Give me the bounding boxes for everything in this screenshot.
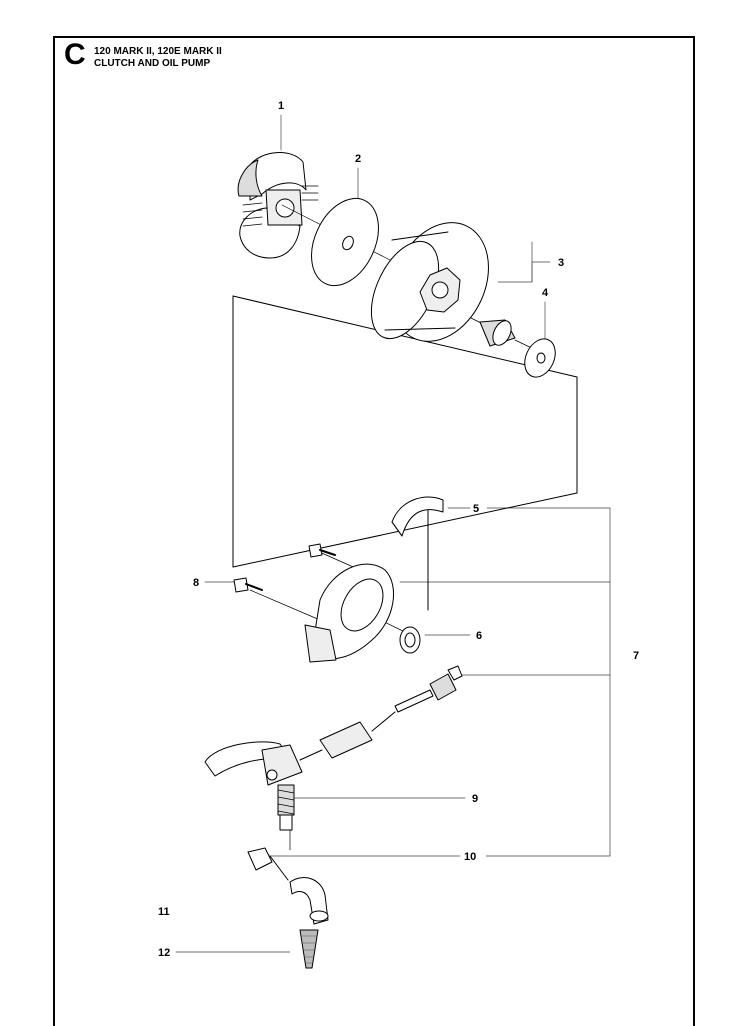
callout-3: 3 <box>558 257 564 269</box>
callout-7: 7 <box>633 650 639 662</box>
title-line-section: CLUTCH AND OIL PUMP <box>94 58 211 69</box>
washer-icon <box>311 197 379 287</box>
section-letter: C <box>64 38 86 71</box>
washer-small-icon <box>524 338 556 378</box>
callout-4: 4 <box>542 287 549 299</box>
leader-lines <box>175 114 611 953</box>
callout-6: 6 <box>476 630 482 642</box>
callout-12: 12 <box>158 947 170 959</box>
drum-icon <box>370 222 489 342</box>
pad-icon <box>391 496 444 537</box>
callout-11: 11 <box>158 906 170 918</box>
callout-5: 5 <box>473 503 479 515</box>
bearing-icon <box>479 319 516 347</box>
title-line-models: 120 MARK II, 120E MARK II <box>94 46 222 57</box>
callout-9: 9 <box>472 793 478 805</box>
callout-8: 8 <box>193 577 199 589</box>
elbow-icon <box>247 847 289 881</box>
pump-icon <box>304 563 395 663</box>
callout-10: 10 <box>464 851 476 863</box>
lever-icon <box>204 741 323 786</box>
plunger-spring-icon <box>277 784 295 831</box>
page-frame <box>53 36 695 1026</box>
callout-2: 2 <box>355 153 361 165</box>
callout-1: 1 <box>278 100 284 112</box>
filter-icon <box>299 929 319 969</box>
page-title: 120 MARK II, 120E MARK II CLUTCH AND OIL… <box>94 46 222 70</box>
shaft-icon <box>319 665 463 759</box>
spring-icon <box>399 626 421 654</box>
screw-icon <box>233 543 336 593</box>
hose-icon <box>289 877 329 925</box>
callout-labels: 1 2 3 4 5 6 7 8 9 10 11 12 <box>158 100 639 959</box>
clutch-shoe-icon <box>237 152 319 259</box>
